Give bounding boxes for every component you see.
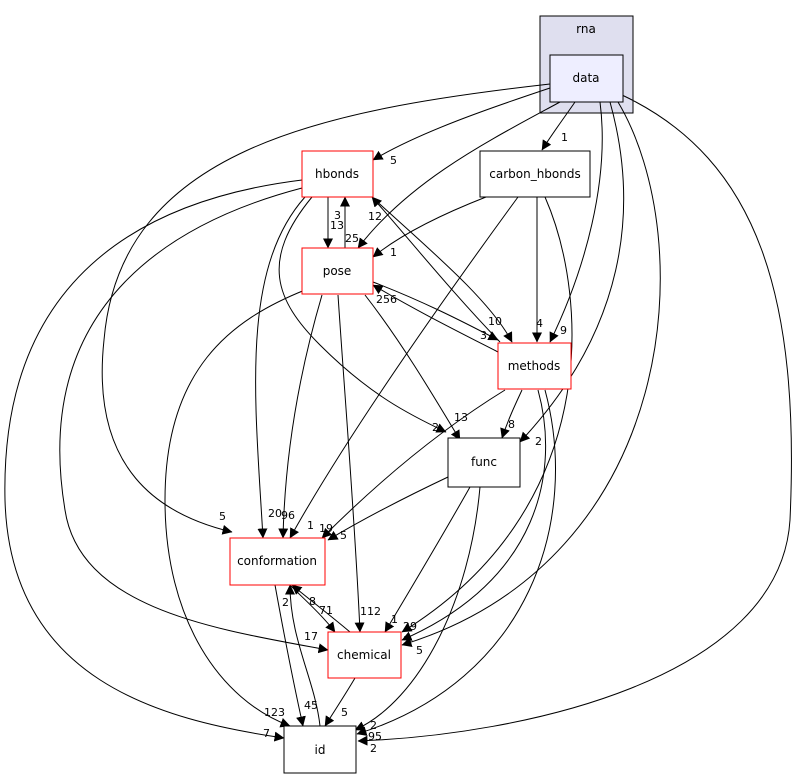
node-chemical-label: chemical xyxy=(337,648,391,662)
edge-carbon_hbonds-conformation xyxy=(289,196,519,539)
edge-methods-func xyxy=(500,389,523,439)
edge-label: 4 xyxy=(536,317,543,330)
edge-methods-conformation xyxy=(321,389,506,539)
edge-label: 256 xyxy=(376,293,397,306)
edge-label: 19 xyxy=(319,522,333,535)
edge-label: 2 xyxy=(370,719,377,732)
edge-methods-pose xyxy=(372,284,499,353)
edge-label: 2 xyxy=(535,435,542,448)
node-chemical[interactable]: chemical xyxy=(327,631,402,679)
edge-label: 71 xyxy=(319,604,333,617)
edge-pose-chemical xyxy=(337,294,365,633)
edge-func-chemical xyxy=(384,486,471,633)
edge-chemical-id xyxy=(324,677,356,727)
edge-label: 5 xyxy=(416,644,423,657)
edge-label: 13 xyxy=(330,219,344,232)
node-methods[interactable]: methods xyxy=(497,342,572,390)
edge-label: 45 xyxy=(304,699,318,712)
node-pose[interactable]: pose xyxy=(301,247,374,295)
edge-data-methods xyxy=(549,101,603,343)
edge-data-pose xyxy=(357,101,561,249)
node-pose-label: pose xyxy=(323,264,352,278)
edge-label: 1 xyxy=(561,131,568,144)
edge-data-chemical xyxy=(401,101,661,647)
edge-hbonds-methods xyxy=(371,196,513,343)
edge-label: 123 xyxy=(264,706,285,719)
node-hbonds[interactable]: hbonds xyxy=(301,150,374,198)
edge-label: 25 xyxy=(345,232,359,245)
edge-pose-id xyxy=(164,289,306,728)
edge-data-func xyxy=(519,101,625,443)
edge-hbonds-id xyxy=(4,179,303,742)
node-data[interactable]: data xyxy=(549,54,624,103)
edge-hbonds-chemical xyxy=(59,187,329,654)
edge-label: 2 xyxy=(282,596,289,609)
edge-pose-conformation xyxy=(278,294,323,539)
edge-label: 5 xyxy=(340,529,347,542)
edge-label: 95 xyxy=(368,730,382,743)
edge-func-conformation xyxy=(327,476,449,541)
edge-data-carbon_hbonds xyxy=(541,101,576,151)
edge-pose-methods xyxy=(372,281,499,341)
edge-label: 3 xyxy=(403,634,410,647)
edge-label: 13 xyxy=(454,411,468,424)
edge-label: 2 xyxy=(370,742,377,755)
edges xyxy=(4,83,792,746)
node-conformation-label: conformation xyxy=(237,554,317,568)
edge-label: 10 xyxy=(488,315,502,328)
edge-label: 20 xyxy=(268,507,282,520)
edge-label: 29 xyxy=(403,620,417,633)
node-carbon_hbonds[interactable]: carbon_hbonds xyxy=(479,150,591,198)
edge-label: 3 xyxy=(480,329,487,342)
edge-label: 2 xyxy=(432,421,439,434)
node-conformation[interactable]: conformation xyxy=(229,537,326,586)
edge-methods-hbonds xyxy=(371,196,501,343)
edge-hbonds-conformation xyxy=(255,196,306,539)
edge-label: 17 xyxy=(304,630,318,643)
node-id[interactable]: id xyxy=(283,725,357,774)
edge-label: 5 xyxy=(390,154,397,167)
edge-id-conformation xyxy=(285,584,321,727)
edge-hbonds-func xyxy=(278,196,447,433)
edge-label: 1 xyxy=(391,613,398,626)
node-hbonds-label: hbonds xyxy=(315,167,359,181)
edge-label: 9 xyxy=(560,324,567,337)
edge-func-id xyxy=(354,486,481,731)
node-id-label: id xyxy=(315,743,326,757)
edge-data-id xyxy=(357,94,792,746)
edge-label: 112 xyxy=(360,605,381,618)
node-func[interactable]: func xyxy=(447,437,521,488)
edge-label: 3 xyxy=(334,209,341,222)
edge-label: 96 xyxy=(281,509,295,522)
edge-label: 8 xyxy=(508,418,515,431)
edge-methods-id xyxy=(356,389,556,736)
cluster-rna-label: rna xyxy=(576,22,596,36)
edge-data-conformation xyxy=(101,83,551,535)
node-carbon_hbonds-label: carbon_hbonds xyxy=(489,167,581,181)
edge-labels: 5 1 12 9 2 5 3 2 13 3 10 3 2 20 17 7 1 4… xyxy=(219,131,568,755)
edge-label: 1 xyxy=(390,246,397,259)
edge-carbon_hbonds-chemical xyxy=(401,196,573,633)
edge-conformation-id xyxy=(274,584,306,727)
edge-label: 5 xyxy=(341,706,348,719)
node-func-label: func xyxy=(471,455,497,469)
node-methods-label: methods xyxy=(508,359,561,373)
edge-label: 8 xyxy=(309,595,316,608)
edge-carbon_hbonds-pose xyxy=(372,196,487,258)
edge-data-hbonds xyxy=(372,87,551,161)
edge-pose-func xyxy=(364,294,461,441)
edge-chemical-conformation xyxy=(291,584,351,633)
edge-label: 1 xyxy=(307,519,314,532)
edge-label: 5 xyxy=(219,510,226,523)
edge-methods-chemical xyxy=(401,389,547,641)
edge-label: 12 xyxy=(368,210,382,223)
node-data-label: data xyxy=(572,71,599,85)
edge-label: 7 xyxy=(263,727,270,740)
